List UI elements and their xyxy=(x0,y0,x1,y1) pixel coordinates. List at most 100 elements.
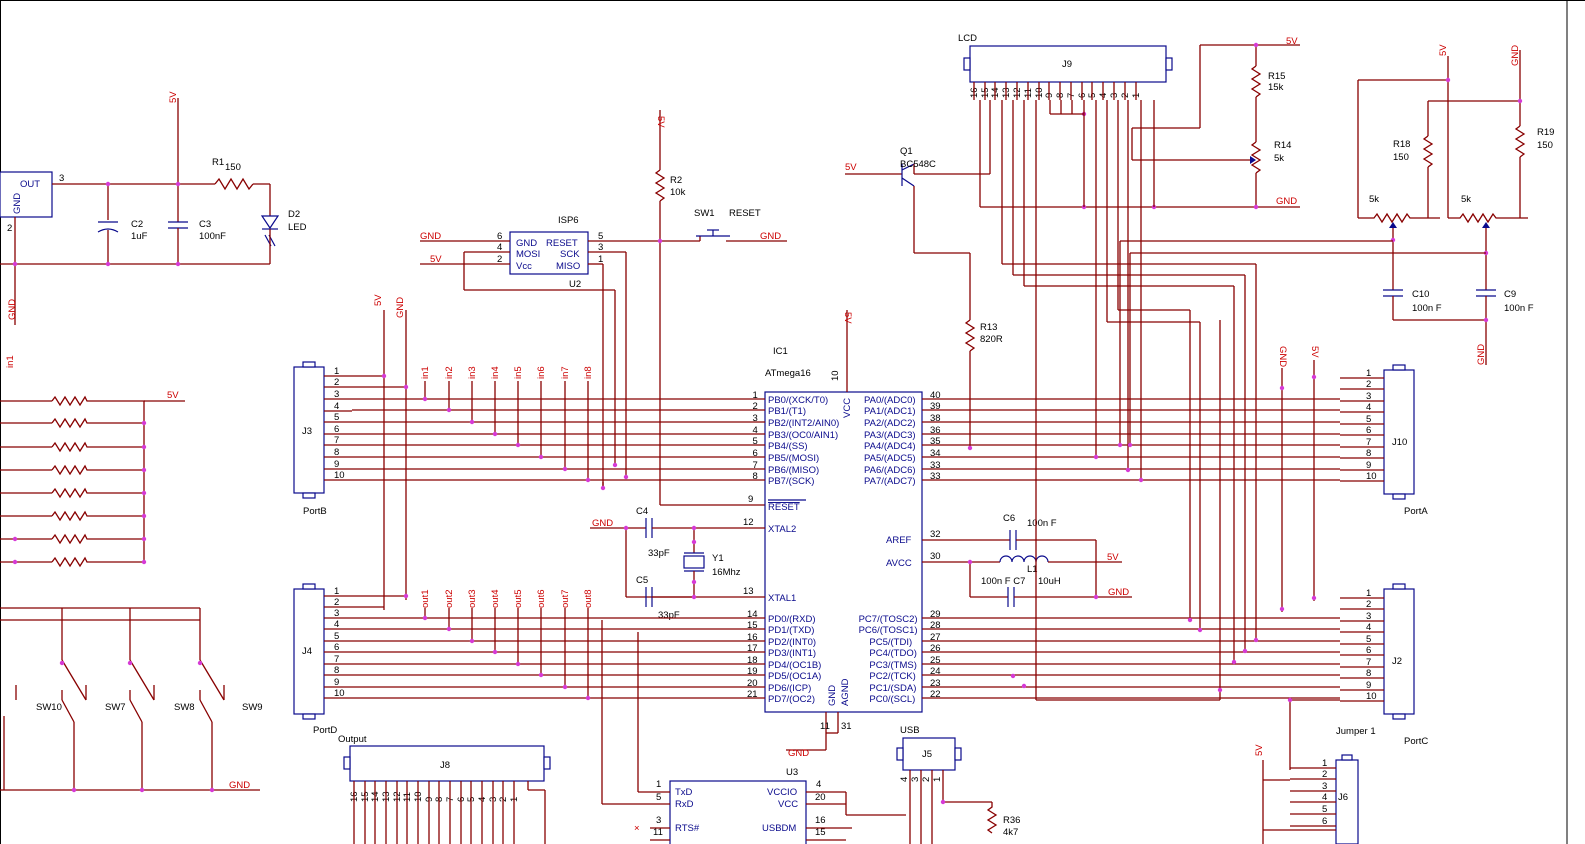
five-v-label-j3: 5V xyxy=(373,294,384,306)
ic-right-pin-name-8: PA7/(ADC7) xyxy=(864,476,916,487)
ic-right-pin-num-14: 24 xyxy=(930,666,941,677)
gnd-label-sw1: GND xyxy=(760,231,781,242)
j6-pin-2: 2 xyxy=(1322,769,1327,780)
ic-left-pin-num-14: 14 xyxy=(747,609,758,620)
ic-left-pin-name-13: PD4/(OC1B) xyxy=(768,660,821,671)
out-label-1: out1 xyxy=(420,590,431,609)
j4-pin-2: 2 xyxy=(334,597,339,608)
ic-right-pin-name-7: PA6/(ADC6) xyxy=(864,465,916,476)
l1-label: L1 xyxy=(1027,564,1038,575)
gnd-label-switches: GND xyxy=(229,780,250,791)
j6-pin-4: 4 xyxy=(1322,792,1327,803)
ic-left-pin-num-1: 1 xyxy=(753,390,758,401)
r13-label: R13 xyxy=(980,322,997,333)
u3-usb-chip: U3 TxD RxD RTS# VCCIO VCC USBDM 1 5 3 11… xyxy=(601,620,906,844)
c2-label: C2 xyxy=(131,219,143,230)
ic-right-pin-num-3: 38 xyxy=(930,413,941,424)
lcd-contrast: 5V R15 15k R14 5k GND xyxy=(980,36,1300,210)
out-label-3: out3 xyxy=(467,590,478,609)
j2-connector[interactable] xyxy=(1383,588,1415,715)
ic-left-pin-num-6: 6 xyxy=(753,448,758,459)
isp-pin-3: 3 xyxy=(598,242,603,253)
gnd-label-j10: GND xyxy=(1277,346,1288,367)
five-v-label-l1: 5V xyxy=(1107,552,1119,563)
in-label-4: in4 xyxy=(490,366,501,379)
voltage-regulator[interactable] xyxy=(0,171,53,218)
ic-left-pin-name-12: PD3/(INT1) xyxy=(768,648,816,659)
gnd-label-isp: GND xyxy=(420,231,441,242)
isp-miso: MISO xyxy=(556,261,580,272)
ic-aref: AREF xyxy=(886,535,912,546)
j10-connector[interactable] xyxy=(1383,369,1415,495)
ic-pin-32: 32 xyxy=(930,529,941,540)
ic-left-pin-name-7: PB6/(MISO) xyxy=(768,465,819,476)
j2-pin-3: 3 xyxy=(1366,611,1371,622)
j10-pin-5: 5 xyxy=(1366,414,1371,425)
ic-left-pin-name-9: PD0/(RXD) xyxy=(768,614,816,625)
j4-pin-8: 8 xyxy=(334,665,339,676)
gnd-label-pot: GND xyxy=(1510,45,1521,66)
c3-value: 100nF xyxy=(199,231,226,242)
ic-xtal2: XTAL2 xyxy=(768,524,796,535)
ic-right-pin-name-2: PA1/(ADC1) xyxy=(864,406,916,417)
j4-pin-3: 3 xyxy=(334,608,339,619)
ic1-body[interactable] xyxy=(764,391,923,713)
u3-body[interactable] xyxy=(669,780,807,844)
r14-label: R14 xyxy=(1274,140,1291,151)
ic-left-pin-name-11: PD2/(INT0) xyxy=(768,637,816,648)
r13-value: 820R xyxy=(980,334,1003,345)
j3-pin-8: 8 xyxy=(334,447,339,458)
ic-right-pin-name-13: PC3/(TMS) xyxy=(869,660,917,671)
gnd-label-lcd: GND xyxy=(1276,196,1297,207)
usb-j5: USB J5 4 3 2 1 R36 4k7 xyxy=(896,725,1020,844)
five-v-label-r2: 5V xyxy=(655,116,666,128)
led-d2[interactable] xyxy=(260,215,280,230)
ic-left-pin-name-14: PD5/(OC1A) xyxy=(768,671,821,682)
ic-right-pin-name-4: PA3/(ADC3) xyxy=(864,430,916,441)
ic-left-pin-name-3: PB2/(INT2/AIN0) xyxy=(768,418,839,429)
crystal-section: GND C4 33pF C5 33pF Y1 16Mhz xyxy=(590,506,741,621)
j5-label: J5 xyxy=(922,749,932,760)
j2-pin-10: 10 xyxy=(1366,691,1377,702)
ic-left-pin-name-10: PD1/(TXD) xyxy=(768,625,814,636)
isp-gnd: GND xyxy=(516,238,537,249)
ic-pin-9: 9 xyxy=(748,494,753,505)
ic-pin-10: 10 xyxy=(830,370,841,381)
j3-pin-6: 6 xyxy=(334,424,339,435)
ic-left-pin-num-5: 5 xyxy=(753,436,758,447)
c4-label: C4 xyxy=(636,506,648,517)
j10-label: J10 xyxy=(1392,437,1407,448)
q1-value: BC548C xyxy=(900,159,936,170)
lcd-j9[interactable] xyxy=(969,45,1167,83)
j10-pin-8: 8 xyxy=(1366,448,1371,459)
j2-pin-6: 6 xyxy=(1366,645,1371,656)
isp-mosi: MOSI xyxy=(516,249,540,260)
j5-pin-3: 3 xyxy=(910,777,921,782)
ic-right-pin-num-15: 23 xyxy=(930,678,941,689)
isp-vcc: Vcc xyxy=(516,261,532,272)
pot-left-value: 5k xyxy=(1369,194,1379,205)
j5-pin-4: 4 xyxy=(899,777,910,782)
y1-label: Y1 xyxy=(712,553,724,564)
ic-right-pin-num-5: 35 xyxy=(930,436,941,447)
isp-box[interactable] xyxy=(509,231,589,275)
u3-rxd: RxD xyxy=(675,799,694,810)
j10-pin-9: 9 xyxy=(1366,460,1371,471)
out-label-5: out5 xyxy=(513,590,524,609)
j3-connector[interactable] xyxy=(293,366,325,494)
u3-pin-15: 15 xyxy=(815,827,826,838)
gnd-label-c7: GND xyxy=(1108,587,1129,598)
j2-pin-7: 7 xyxy=(1366,657,1371,668)
j3-pin-9: 9 xyxy=(334,459,339,470)
u3-pin-4: 4 xyxy=(816,779,821,790)
j2-pin-9: 9 xyxy=(1366,680,1371,691)
d2-label: D2 xyxy=(288,209,300,220)
isp-sck: SCK xyxy=(560,249,580,260)
ic-left-pin-num-18: 18 xyxy=(747,655,758,666)
